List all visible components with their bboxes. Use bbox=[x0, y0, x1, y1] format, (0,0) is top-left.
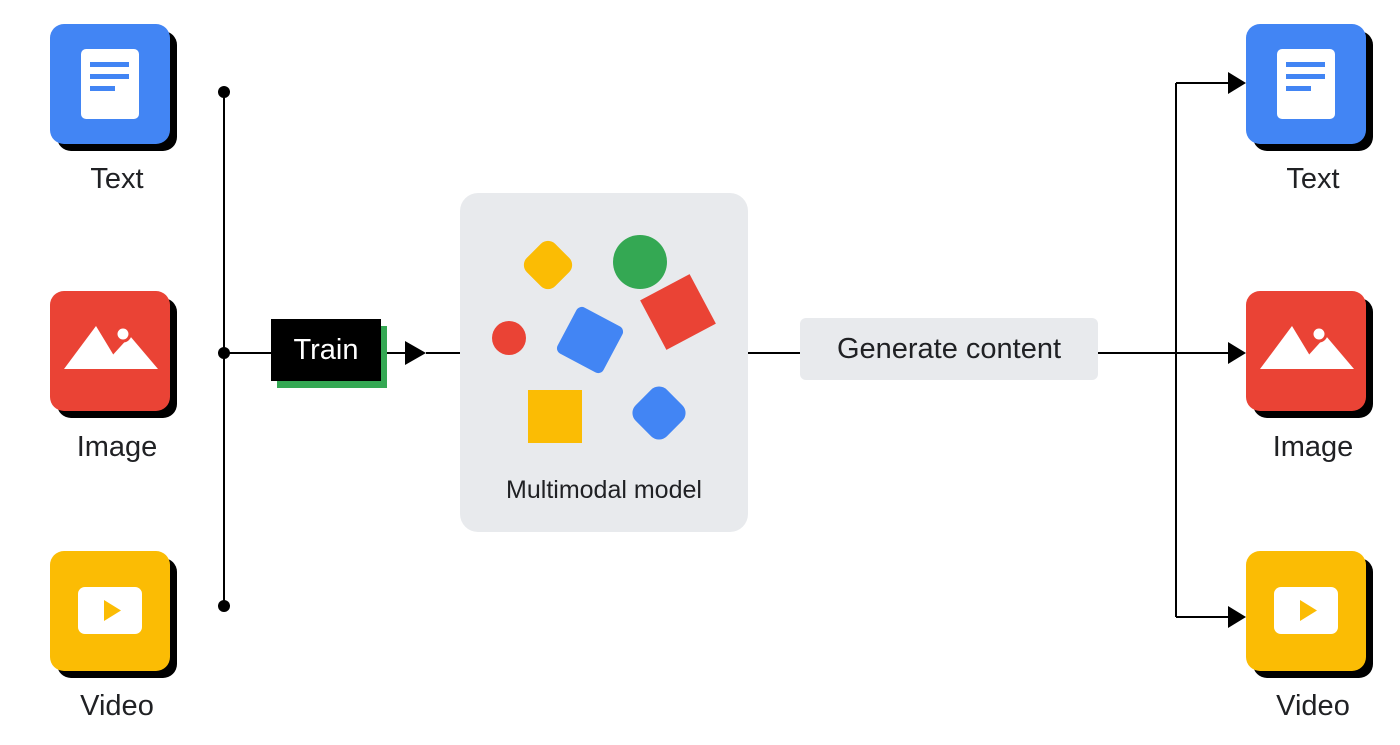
output-image-icon bbox=[1246, 291, 1373, 418]
input-text-icon bbox=[50, 24, 177, 151]
small-red-circle-shape bbox=[492, 321, 526, 355]
train-arrow bbox=[387, 341, 460, 365]
input-image-icon bbox=[50, 291, 177, 418]
output-connector bbox=[748, 72, 1246, 628]
input-video-label: Video bbox=[80, 690, 154, 722]
input-video-icon bbox=[50, 551, 177, 678]
train-label-box: Train bbox=[271, 319, 381, 381]
input-image-label: Image bbox=[76, 431, 158, 463]
yellow-square-shape bbox=[528, 390, 582, 443]
blue-diamond-shape bbox=[632, 386, 686, 440]
output-image-label: Image bbox=[1272, 431, 1354, 463]
red-square-shape bbox=[640, 274, 716, 350]
model-label: Multimodal model bbox=[506, 476, 702, 504]
input-connector bbox=[218, 86, 272, 612]
output-text-label: Text bbox=[1286, 163, 1340, 195]
output-text-icon bbox=[1246, 24, 1373, 151]
input-text-label: Text bbox=[90, 163, 144, 195]
green-circle-shape bbox=[613, 235, 667, 289]
output-video-icon bbox=[1246, 551, 1373, 678]
model-panel bbox=[460, 193, 748, 532]
output-video-label: Video bbox=[1276, 690, 1350, 722]
generate-content-box: Generate content bbox=[800, 318, 1098, 380]
blue-square-shape bbox=[556, 306, 624, 374]
yellow-diamond-shape bbox=[523, 240, 573, 290]
